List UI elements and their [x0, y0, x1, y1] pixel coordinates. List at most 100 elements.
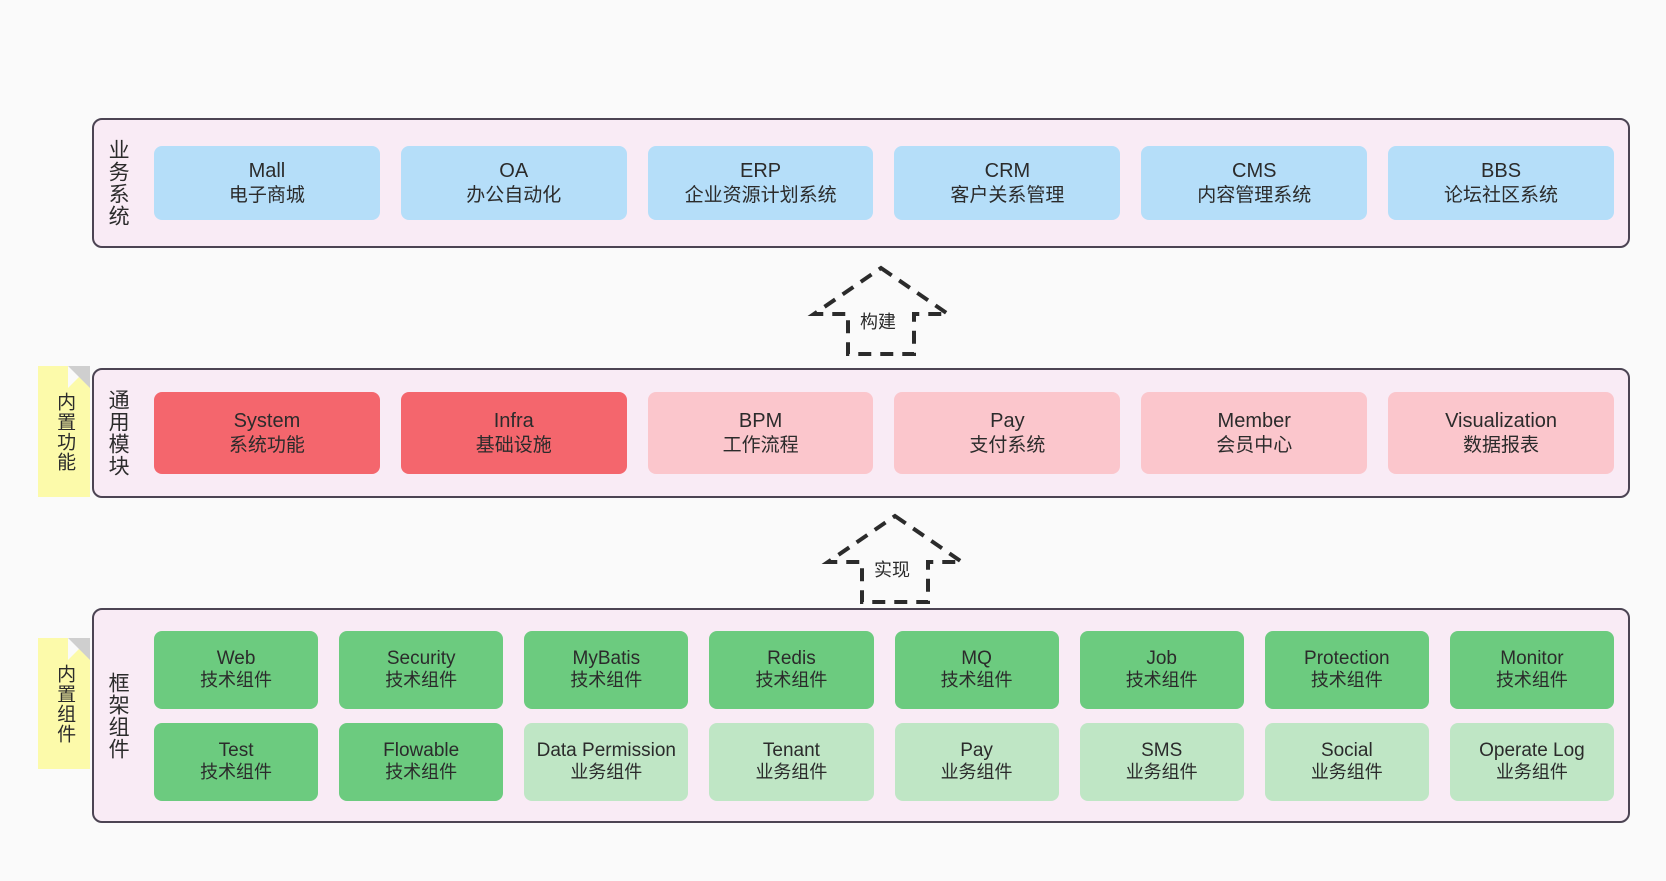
card-title-en: Web: [216, 647, 256, 669]
card-title-cn: 业务组件: [1495, 762, 1568, 783]
card-title-en: BBS: [1481, 160, 1522, 183]
connector-label: 实现: [874, 560, 910, 580]
card-title-cn: 企业资源计划系统: [684, 184, 837, 206]
card-title-cn: 会员中心: [1216, 434, 1293, 456]
card-redis[interactable]: Redis 技术组件: [709, 630, 874, 709]
card-pay-component[interactable]: Pay 业务组件: [894, 722, 1059, 801]
card-member[interactable]: Member 会员中心: [1141, 392, 1368, 474]
card-infra[interactable]: Infra 基础设施: [400, 392, 627, 474]
card-cms[interactable]: CMS 内容管理系统: [1141, 146, 1368, 220]
card-title-en: System: [233, 410, 301, 433]
card-pay-module[interactable]: Pay 支付系统: [894, 392, 1121, 474]
card-title-cn: 技术组件: [940, 670, 1013, 691]
card-crm[interactable]: CRM 客户关系管理: [894, 146, 1121, 220]
card-social[interactable]: Social 业务组件: [1264, 722, 1429, 801]
card-bbs[interactable]: BBS 论坛社区系统: [1388, 146, 1614, 220]
card-title-en: Monitor: [1500, 647, 1564, 669]
card-row: Web 技术组件 Security 技术组件 MyBatis 技术组件 Redi…: [154, 630, 1614, 709]
card-title-cn: 技术组件: [570, 670, 643, 691]
card-title-cn: 技术组件: [385, 762, 458, 783]
card-web[interactable]: Web 技术组件: [154, 630, 319, 709]
layer-title-common-modules: 通用模块: [106, 389, 130, 477]
card-title-cn: 技术组件: [1495, 670, 1568, 691]
layer-body-business-system: Mall 电子商城 OA 办公自动化 ERP 企业资源计划系统 CRM 客户关系…: [140, 120, 1628, 246]
layer-common-modules: 通用模块 System 系统功能 Infra 基础设施 BPM 工作流程 Pay…: [92, 368, 1630, 498]
card-title-en: Redis: [767, 647, 816, 669]
card-title-en: BPM: [738, 410, 783, 433]
card-title-cn: 技术组件: [1125, 670, 1198, 691]
card-title-cn: 业务组件: [1125, 762, 1198, 783]
card-bpm[interactable]: BPM 工作流程: [647, 392, 874, 474]
card-system[interactable]: System 系统功能: [154, 392, 380, 474]
card-title-en: Operate Log: [1479, 739, 1585, 761]
card-title-en: Protection: [1304, 647, 1390, 669]
note-fold-corner-icon: [68, 638, 90, 660]
card-title-en: MQ: [961, 647, 992, 669]
connector-build-arrow: 构建: [796, 262, 966, 356]
card-title-en: Social: [1320, 739, 1373, 761]
card-mall[interactable]: Mall 电子商城: [154, 146, 380, 220]
note-label: 内置功能: [54, 391, 76, 472]
card-row: Test 技术组件 Flowable 技术组件 Data Permission …: [154, 722, 1614, 801]
card-title-en: SMS: [1141, 739, 1183, 761]
card-title-cn: 电子商城: [228, 184, 305, 206]
card-data-permission[interactable]: Data Permission 业务组件: [524, 722, 689, 801]
layer-framework-components: 框架组件 Web 技术组件 Security 技术组件 MyBatis 技术组件…: [92, 608, 1630, 823]
card-title-cn: 技术组件: [385, 670, 458, 691]
card-title-cn: 业务组件: [570, 762, 643, 783]
layer-title-framework-components: 框架组件: [106, 671, 130, 760]
card-operate-log[interactable]: Operate Log 业务组件: [1449, 722, 1614, 801]
card-job[interactable]: Job 技术组件: [1079, 630, 1244, 709]
card-title-cn: 技术组件: [200, 762, 273, 783]
card-title-cn: 业务组件: [755, 762, 828, 783]
note-fold-corner-icon: [68, 366, 90, 388]
card-title-en: Flowable: [383, 739, 460, 761]
card-title-en: MyBatis: [572, 647, 641, 669]
layer-body-framework-components: Web 技术组件 Security 技术组件 MyBatis 技术组件 Redi…: [140, 610, 1628, 821]
card-title-cn: 技术组件: [755, 670, 828, 691]
card-protection[interactable]: Protection 技术组件: [1264, 630, 1429, 709]
card-flowable[interactable]: Flowable 技术组件: [339, 722, 504, 801]
card-title-cn: 支付系统: [969, 434, 1046, 456]
card-monitor[interactable]: Monitor 技术组件: [1449, 630, 1614, 709]
card-title-cn: 业务组件: [1310, 762, 1383, 783]
card-title-cn: 客户关系管理: [950, 184, 1065, 206]
card-title-en: Tenant: [762, 739, 820, 761]
card-title-en: Data Permission: [536, 739, 676, 761]
card-row: System 系统功能 Infra 基础设施 BPM 工作流程 Pay 支付系统…: [154, 392, 1614, 474]
layer-body-common-modules: System 系统功能 Infra 基础设施 BPM 工作流程 Pay 支付系统…: [140, 370, 1628, 496]
card-title-en: Pay: [990, 410, 1025, 433]
connector-implement-arrow: 实现: [810, 510, 980, 604]
card-title-cn: 基础设施: [475, 434, 552, 456]
card-tenant[interactable]: Tenant 业务组件: [709, 722, 874, 801]
layer-title-business-system: 业务系统: [106, 139, 130, 227]
card-title-cn: 系统功能: [228, 434, 305, 456]
card-title-cn: 办公自动化: [466, 184, 562, 206]
card-title-cn: 工作流程: [722, 434, 799, 456]
card-sms[interactable]: SMS 业务组件: [1079, 722, 1244, 801]
layer-business-system: 业务系统 Mall 电子商城 OA 办公自动化 ERP 企业资源计划系统 CRM…: [92, 118, 1630, 248]
card-title-en: Member: [1217, 410, 1291, 433]
card-security[interactable]: Security 技术组件: [339, 630, 504, 709]
note-builtin-features: 内置功能: [38, 366, 90, 497]
card-row: Mall 电子商城 OA 办公自动化 ERP 企业资源计划系统 CRM 客户关系…: [154, 146, 1614, 220]
card-erp[interactable]: ERP 企业资源计划系统: [647, 146, 874, 220]
card-title-cn: 技术组件: [1310, 670, 1383, 691]
card-title-cn: 论坛社区系统: [1444, 184, 1559, 206]
card-title-en: CRM: [984, 160, 1031, 183]
card-title-en: Mall: [248, 160, 286, 183]
card-title-en: Infra: [493, 410, 534, 433]
card-oa[interactable]: OA 办公自动化: [400, 146, 627, 220]
card-title-en: Job: [1146, 647, 1177, 669]
card-mybatis[interactable]: MyBatis 技术组件: [524, 630, 689, 709]
card-title-en: Security: [386, 647, 456, 669]
card-title-cn: 内容管理系统: [1197, 184, 1312, 206]
card-visualization[interactable]: Visualization 数据报表: [1388, 392, 1614, 474]
card-mq[interactable]: MQ 技术组件: [894, 630, 1059, 709]
card-title-cn: 技术组件: [200, 670, 273, 691]
card-title-en: ERP: [740, 160, 782, 183]
note-builtin-components: 内置组件: [38, 638, 90, 769]
card-title-cn: 数据报表: [1463, 434, 1540, 456]
card-test[interactable]: Test 技术组件: [154, 722, 319, 801]
card-title-en: CMS: [1232, 160, 1277, 183]
